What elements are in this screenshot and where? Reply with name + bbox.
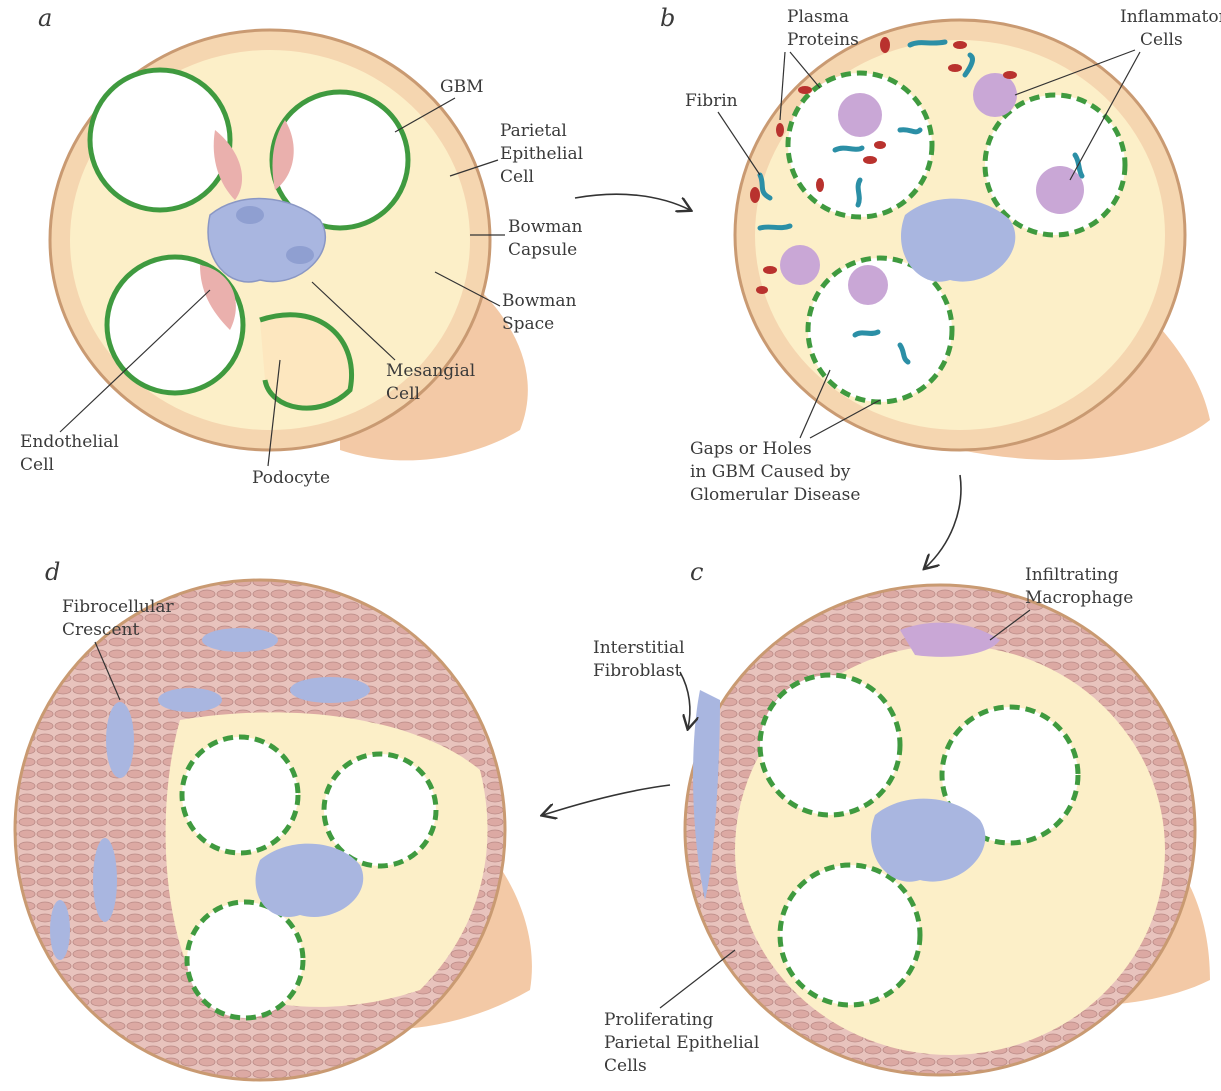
panel-b: b [660,4,1210,460]
mesangial-cells [208,199,325,282]
label-endothelial-1: Endothelial [20,432,119,452]
label-gaps-2: in GBM Caused by [690,462,851,482]
inflammatory-cell [838,93,882,137]
capillary-loop [90,70,230,210]
label-gaps-1: Gaps or Holes [690,439,812,459]
label-plasma-1: Plasma [787,7,849,27]
arrow-c-to-d [543,785,670,815]
arrow-b-to-c [925,475,961,568]
label-bowman-capsule-2: Capsule [508,240,577,260]
label-plasma-2: Proteins [787,30,859,50]
panel-letter-b: b [660,4,675,32]
label-crescent-1: Fibrocellular [62,597,174,617]
label-gaps-3: Glomerular Disease [690,485,860,505]
label-fibrin: Fibrin [685,91,738,111]
label-macrophage-2: Macrophage [1025,588,1133,608]
panel-a: a [38,4,528,460]
label-inflammatory-2: Cells [1140,30,1183,50]
label-macrophage-1: Infiltrating [1025,565,1119,585]
panel-c: c [685,558,1210,1075]
label-fibroblast-1: Interstitial [593,638,685,658]
panel-letter-d: d [45,558,60,586]
label-proliferating-3: Cells [604,1056,647,1076]
label-bowman-space-2: Space [502,314,554,334]
label-fibroblast-2: Fibroblast [593,661,682,681]
label-parietal-1: Parietal [500,121,567,141]
arrow-a-to-b [575,194,690,210]
label-endothelial-2: Cell [20,455,54,475]
label-proliferating-1: Proliferating [604,1010,714,1030]
label-parietal-3: Cell [500,167,534,187]
label-gbm: GBM [440,77,483,97]
panel-letter-a: a [38,4,52,32]
panel-letter-c: c [690,558,703,586]
label-inflammatory-1: Inflammatory [1120,7,1221,27]
label-podocyte: Podocyte [252,468,330,488]
label-parietal-2: Epithelial [500,144,583,164]
label-proliferating-2: Parietal Epithelial [604,1033,759,1053]
label-bowman-capsule-1: Bowman [508,217,583,237]
label-bowman-space-1: Bowman [502,291,577,311]
label-mesangial-1: Mesangial [386,361,475,381]
label-mesangial-2: Cell [386,384,420,404]
label-crescent-2: Crescent [62,620,139,640]
